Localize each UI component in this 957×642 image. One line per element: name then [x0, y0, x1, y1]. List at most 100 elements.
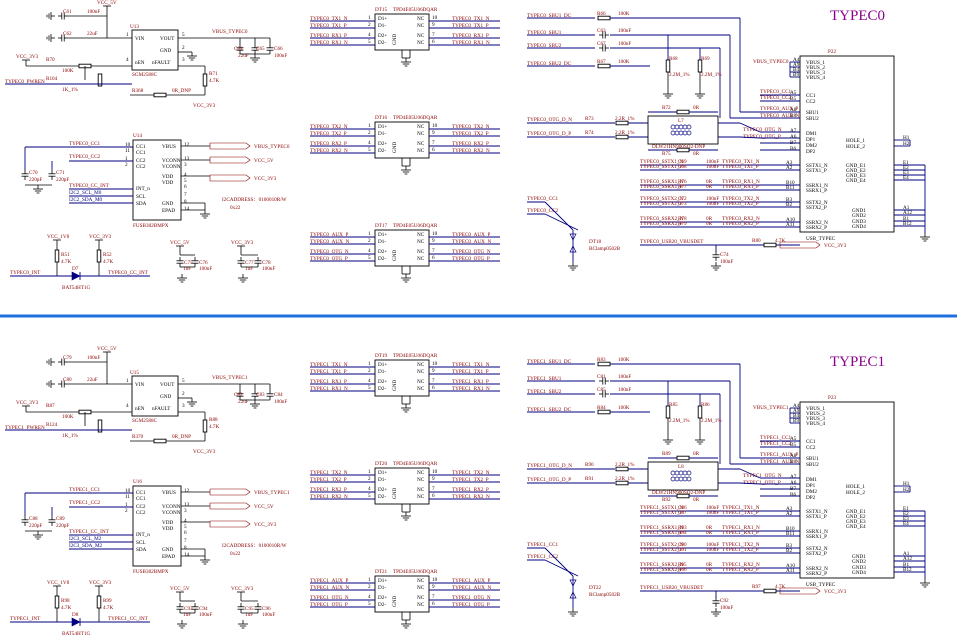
power-port-label: VCC_3V3: [254, 176, 277, 182]
pin-name: D2-: [378, 602, 386, 608]
res-ref: R85: [669, 402, 678, 408]
pin-name: SSTX1_P: [806, 514, 827, 520]
res-value: 4.7K: [209, 424, 219, 430]
net-label: TYPEC1_RX1_P: [722, 530, 759, 536]
wire: [739, 468, 761, 479]
pin-number: B7: [790, 140, 796, 146]
connector-ref: P22: [828, 49, 836, 55]
pin-name: VCONN: [162, 504, 181, 510]
pin-name: GND_E3: [846, 519, 866, 525]
pin-number: A6: [790, 480, 797, 486]
pin-name: NC: [417, 595, 425, 601]
pin-number: 4: [184, 172, 187, 178]
net-label: TYPEC1_TX2_N: [452, 470, 490, 476]
pin-name: SBU2: [806, 116, 819, 122]
pd-controller-ref: U16: [133, 479, 142, 485]
tvs-part: RClamp0502B: [589, 246, 621, 252]
cap-ref: C96: [262, 606, 271, 612]
pin-number: B11: [786, 531, 795, 537]
cap-value: 22uF: [87, 377, 98, 383]
net-label: TYPEC1_AUX_N: [452, 585, 491, 591]
pin-number: A10: [786, 563, 795, 569]
pin-number: B10: [786, 526, 795, 532]
net-label: TYPEC1_CC_INT: [108, 616, 149, 622]
pin-name: D1-: [378, 239, 386, 245]
res-value: 1K_1%: [62, 433, 79, 439]
pin-number: B12: [903, 567, 912, 573]
esd-ref: DT20: [375, 461, 388, 467]
pin-number: A2: [786, 165, 793, 171]
cap-ref: C70: [29, 170, 38, 176]
pin-number: A5: [790, 436, 797, 442]
cap-value: 100nF: [199, 612, 212, 618]
wire: [739, 136, 761, 139]
pin-name: CC1: [136, 490, 146, 496]
res-ref: R91: [585, 476, 594, 482]
fault-pullup: [202, 419, 208, 433]
net-label: TYPEC1_RX2_P: [722, 567, 759, 573]
pin-name: SSRX1_N: [806, 529, 828, 535]
pin-name: CC1: [136, 144, 146, 150]
connector-part: USB_TYPEC: [806, 582, 836, 588]
net-label: TYPEC1_SSTX1_P: [640, 510, 682, 516]
esd-array-body: [374, 467, 430, 505]
pin-number: 5: [182, 378, 185, 384]
pin-number: 1: [368, 123, 371, 129]
dnp-resistor: [153, 438, 167, 444]
pin-name: GND_E2: [846, 514, 866, 520]
pin-name: SSRX1_P: [806, 534, 827, 540]
pin-number: B8: [790, 459, 796, 465]
cap-ref: C69: [678, 159, 687, 165]
pin-number: E1: [903, 506, 909, 512]
resistor: [763, 242, 777, 248]
net-label: TYPEC1_SSRX2_P: [640, 567, 683, 573]
net-label: TYPEC1_SBU2: [527, 389, 562, 395]
res-value: 0R: [693, 497, 700, 503]
res-value: 4.7K: [775, 584, 785, 590]
net-label: TYPEC0_SBU2: [527, 43, 562, 49]
pin-number: 5: [184, 178, 187, 184]
pin-name: CC1: [136, 496, 146, 502]
pin-number: 11: [125, 148, 130, 154]
res-ref: R72: [662, 105, 671, 111]
net-label: TYPEC1_CC1: [527, 542, 559, 548]
net-label: TYPEC1_RX2_N: [310, 494, 348, 500]
power-port-label: VCC_3V3: [254, 522, 277, 528]
pin-number: E2: [903, 511, 909, 517]
cap-value: 22uF: [238, 399, 249, 405]
res-value: 2.2M_1%: [669, 72, 690, 78]
pin-number: A4: [793, 57, 800, 63]
load-switch-part: SGM2588C: [132, 72, 158, 78]
i2c-address-note: I2CADDRESS：0100010R/W: [222, 197, 287, 203]
net-label: TYPEC1_INT: [10, 616, 41, 622]
cap-value: 0R: [706, 525, 713, 531]
resistor: [97, 73, 103, 87]
pin-number: 3: [182, 57, 185, 63]
pin-name: VOUT: [160, 382, 175, 388]
net-label: TYPEC0_RX2_P: [310, 141, 347, 147]
pin-name: NC: [417, 256, 425, 262]
net-label: TYPEC1_OTG_N: [310, 595, 349, 601]
pin-number: 14: [184, 552, 190, 558]
pin-name: D2-: [378, 494, 386, 500]
pin-number: A11: [786, 568, 795, 574]
net-label: TYPEC0_OTG_P: [743, 134, 781, 140]
pin-name: SBU1: [806, 110, 819, 116]
pin-number: A9: [793, 408, 800, 414]
cap-ref: R78: [678, 216, 687, 222]
resistor: [676, 455, 690, 461]
cap-value: 100nF: [706, 201, 719, 207]
pin-name: nEN: [135, 60, 145, 66]
load-switch-body: [131, 29, 179, 71]
pin-name: HOLE_2: [846, 490, 865, 496]
net-label: TYPEC1_RX2_P: [310, 487, 347, 493]
res-ref: R368: [132, 88, 144, 94]
esd-array-body: [374, 121, 430, 159]
pin-number: 7: [432, 248, 435, 254]
pin-number: E4: [903, 175, 909, 181]
pin-name: NC: [417, 470, 425, 476]
net-label: TYPEC1_RX2_N: [452, 494, 490, 500]
pin-number: 2: [368, 22, 371, 28]
net-label: TYPEC1_SSRX1_N: [640, 525, 684, 531]
usb-typec-connector: [799, 55, 895, 233]
